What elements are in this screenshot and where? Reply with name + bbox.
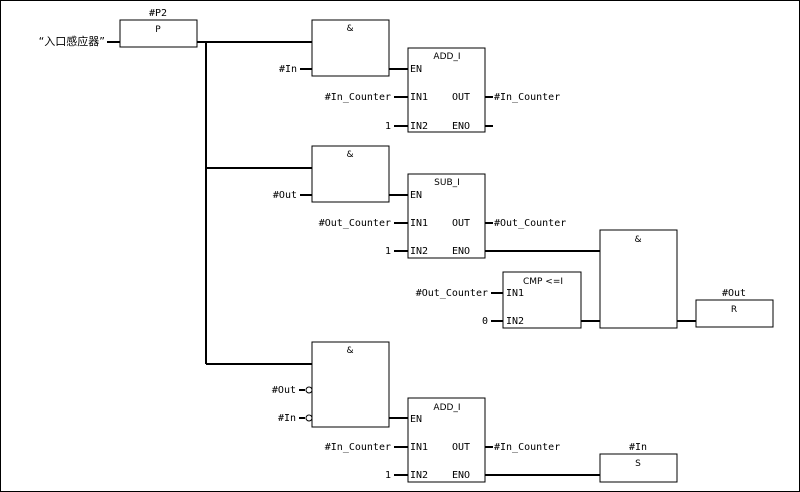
out-operand: #Out_Counter bbox=[494, 218, 566, 229]
coil-operand: #Out bbox=[722, 288, 746, 299]
block-title: SUB_I bbox=[434, 178, 460, 188]
in1-operand: #Out_Counter bbox=[416, 288, 488, 299]
pin-in1: IN1 bbox=[506, 288, 524, 299]
pin-in2: IN2 bbox=[410, 246, 428, 257]
edge-block-label: P bbox=[155, 25, 161, 35]
sub-i-block[interactable]: SUB_I EN IN1 IN2 OUT ENO bbox=[407, 173, 486, 259]
and-input-label: #Out bbox=[272, 385, 296, 396]
out-operand: #In_Counter bbox=[494, 92, 560, 103]
pin-out: OUT bbox=[452, 92, 470, 103]
in2-operand: 1 bbox=[385, 121, 391, 132]
and-input-label: #In bbox=[278, 413, 296, 424]
and-block-4[interactable]: & bbox=[311, 341, 390, 428]
edge-operand-label: #P2 bbox=[149, 8, 167, 19]
and-label: & bbox=[346, 24, 353, 34]
and-block-2[interactable]: & bbox=[311, 145, 390, 203]
pin-out: OUT bbox=[452, 218, 470, 229]
and-input-label: #Out bbox=[273, 190, 297, 201]
pin-in1: IN1 bbox=[410, 442, 428, 453]
in1-operand: #Out_Counter bbox=[319, 218, 391, 229]
negation-circle bbox=[305, 414, 313, 422]
pin-en: EN bbox=[410, 64, 422, 75]
coil-label: S bbox=[635, 459, 641, 469]
in2-operand: 0 bbox=[482, 316, 488, 327]
set-coil[interactable]: S bbox=[599, 453, 678, 483]
coil-label: R bbox=[731, 305, 737, 315]
and-block-1[interactable]: & bbox=[311, 19, 390, 77]
block-title: ADD_I bbox=[433, 403, 460, 413]
pin-in2: IN2 bbox=[410, 121, 428, 132]
pin-in1: IN1 bbox=[410, 92, 428, 103]
add-i-block-1[interactable]: ADD_I EN IN1 IN2 OUT ENO bbox=[407, 47, 486, 133]
in1-operand: #In_Counter bbox=[325, 442, 391, 453]
and-block-3[interactable]: & bbox=[599, 229, 678, 329]
pin-out: OUT bbox=[452, 442, 470, 453]
pin-eno: ENO bbox=[452, 470, 470, 481]
pin-eno: ENO bbox=[452, 246, 470, 257]
and-input-label: #In bbox=[279, 64, 297, 75]
in2-operand: 1 bbox=[385, 246, 391, 257]
pin-in2: IN2 bbox=[410, 470, 428, 481]
in2-operand: 1 bbox=[385, 470, 391, 481]
reset-coil[interactable]: R bbox=[695, 299, 774, 328]
input-contact-label: “入口感应器” bbox=[39, 34, 105, 48]
negation-circle bbox=[305, 386, 313, 394]
block-title: CMP <=I bbox=[523, 277, 563, 287]
pin-en: EN bbox=[410, 414, 422, 425]
add-i-block-2[interactable]: ADD_I EN IN1 IN2 OUT ENO bbox=[407, 397, 486, 483]
positive-edge-block[interactable]: P bbox=[119, 19, 198, 48]
and-label: & bbox=[634, 235, 641, 245]
block-title: ADD_I bbox=[433, 52, 460, 62]
pin-en: EN bbox=[410, 190, 422, 201]
pin-eno: ENO bbox=[452, 121, 470, 132]
pin-in2: IN2 bbox=[506, 316, 524, 327]
coil-operand: #In bbox=[629, 442, 647, 453]
out-operand: #In_Counter bbox=[494, 442, 560, 453]
pin-in1: IN1 bbox=[410, 218, 428, 229]
compare-block[interactable]: CMP <=I IN1 IN2 bbox=[502, 271, 582, 329]
and-label: & bbox=[346, 346, 353, 356]
in1-operand: #In_Counter bbox=[325, 92, 391, 103]
and-label: & bbox=[346, 150, 353, 160]
